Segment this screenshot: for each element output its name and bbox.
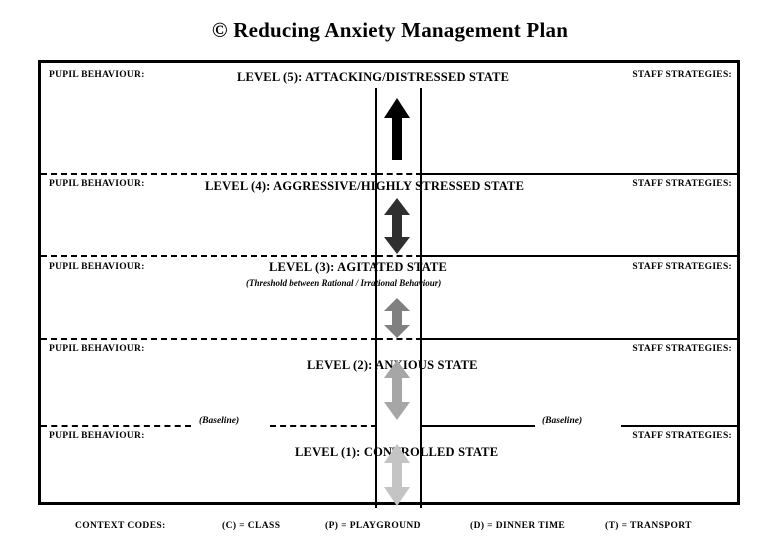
context-code-transport: (T) = TRANSPORT: [605, 521, 692, 531]
level-subtitle-level-3: (Threshold between Rational / Irrational…: [246, 278, 442, 288]
staff-strategies-label-level-1: STAFF STRATEGIES:: [632, 431, 732, 441]
level-title-level-4: LEVEL (4): AGGRESSIVE/HIGHLY STRESSED ST…: [205, 179, 525, 193]
channel-line-right: [420, 88, 422, 508]
context-codes-row: CONTEXT CODES: (C) = CLASS (P) = PLAYGRO…: [0, 521, 780, 537]
pupil-behaviour-label-level-5: PUPIL BEHAVIOUR:: [49, 70, 145, 80]
plan-row-level-3: PUPIL BEHAVIOUR: STAFF STRATEGIES: LEVEL…: [41, 255, 737, 338]
context-code-dinner-time: (D) = DINNER TIME: [470, 521, 566, 531]
page-title: © Reducing Anxiety Management Plan: [211, 18, 569, 42]
plan-table: PUPIL BEHAVIOUR: STAFF STRATEGIES: LEVEL…: [38, 60, 740, 508]
pupil-behaviour-label-level-2: PUPIL BEHAVIOUR:: [49, 344, 145, 354]
level-title-level-5: LEVEL (5): ATTACKING/DISTRESSED STATE: [237, 70, 510, 84]
plan-row-level-2: PUPIL BEHAVIOUR: STAFF STRATEGIES: LEVEL…: [41, 338, 737, 425]
pupil-behaviour-label-level-3: PUPIL BEHAVIOUR:: [49, 262, 145, 272]
staff-strategies-label-level-4: STAFF STRATEGIES:: [632, 179, 732, 189]
context-code-playground: (P) = PLAYGROUND: [325, 521, 421, 531]
pupil-behaviour-label-level-1: PUPIL BEHAVIOUR:: [49, 431, 145, 441]
level-title-level-1: LEVEL (1): CONTROLLED STATE: [295, 445, 499, 459]
context-code-class: (C) = CLASS: [222, 521, 281, 531]
plan-row-level-4: PUPIL BEHAVIOUR: STAFF STRATEGIES: LEVEL…: [41, 173, 737, 255]
staff-strategies-label-level-2: STAFF STRATEGIES:: [632, 344, 732, 354]
level-title-level-2: LEVEL (2): ANXIOUS STATE: [307, 358, 478, 372]
plan-row-level-1: PUPIL BEHAVIOUR: STAFF STRATEGIES: LEVEL…: [41, 425, 737, 508]
channel-line-left: [375, 88, 377, 508]
context-codes-heading: CONTEXT CODES:: [75, 521, 166, 531]
plan-row-level-5: PUPIL BEHAVIOUR: STAFF STRATEGIES: LEVEL…: [41, 63, 737, 173]
staff-strategies-label-level-5: STAFF STRATEGIES:: [632, 70, 732, 80]
staff-strategies-label-level-3: STAFF STRATEGIES:: [632, 262, 732, 272]
level-title-level-3: LEVEL (3): AGITATED STATE: [269, 260, 448, 274]
pupil-behaviour-label-level-4: PUPIL BEHAVIOUR:: [49, 179, 145, 189]
